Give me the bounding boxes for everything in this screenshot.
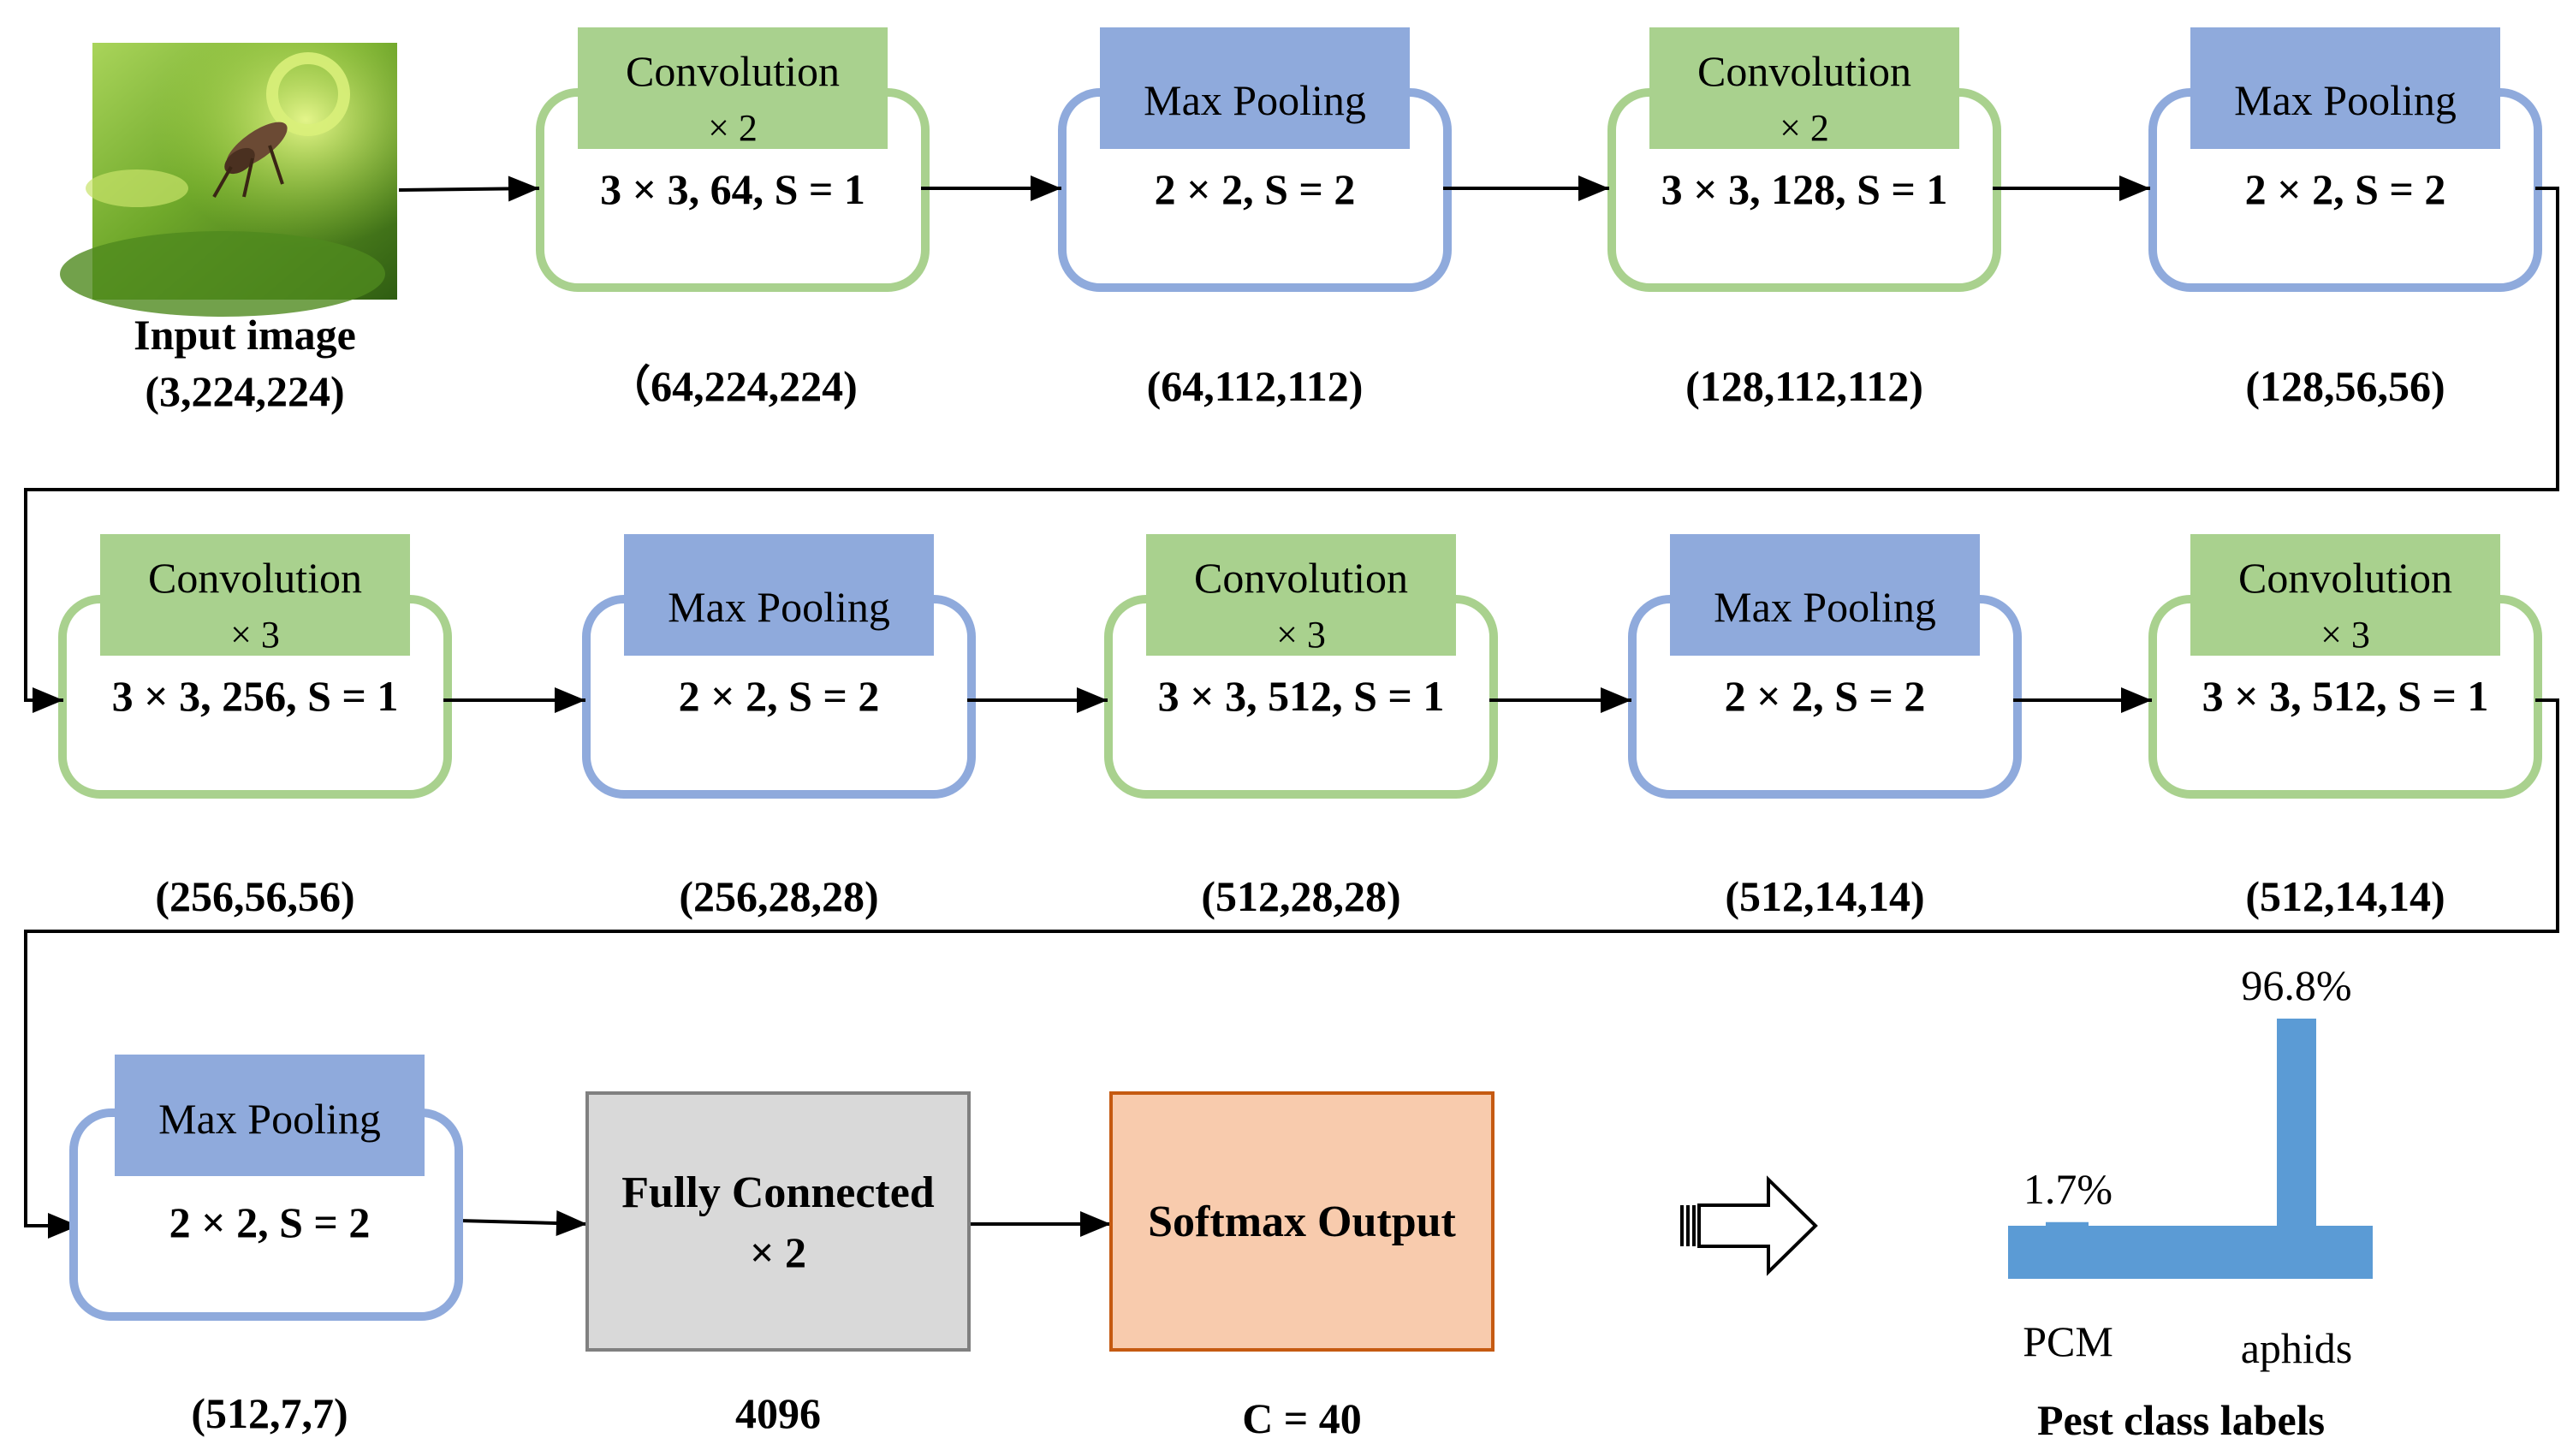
input-image	[60, 43, 397, 317]
block-header	[1146, 534, 1456, 656]
arrow-input-to-conv1	[398, 175, 540, 202]
block-convolution-2-1: Convolution × 3 3 × 3, 256, S = 1	[58, 534, 452, 799]
block-title: Max Pooling	[668, 583, 890, 631]
input-image-label: Input image	[134, 311, 356, 359]
block-title: Max Pooling	[1714, 583, 1936, 631]
block-fully-connected: Fully Connected × 2	[585, 1091, 971, 1352]
softmax-box	[1111, 1093, 1493, 1350]
block-header	[578, 27, 888, 149]
shape-label: (512,14,14)	[1725, 872, 1924, 920]
shape-label: (128,56,56)	[2245, 362, 2445, 410]
block-header	[2190, 534, 2500, 656]
fc-repeat: × 2	[750, 1228, 806, 1276]
chart-title: Pest class labels	[2037, 1396, 2325, 1444]
block-max-pooling-1-4: Max Pooling 2 × 2, S = 2	[2148, 27, 2542, 292]
block-repeat: × 2	[1780, 107, 1829, 149]
block-title: Max Pooling	[1144, 76, 1366, 124]
shape-label-fc: 4096	[735, 1389, 821, 1437]
block-title: Max Pooling	[158, 1095, 381, 1143]
arrow-row2-to-row3	[24, 698, 2559, 1239]
block-params: 3 × 3, 512, S = 1	[2202, 672, 2489, 720]
shape-label: (512,28,28)	[1201, 872, 1400, 920]
shape-label: (64,112,112)	[1147, 362, 1364, 410]
chart-value-label: 1.7%	[2023, 1165, 2112, 1213]
input-shape-label: (3,224,224)	[145, 367, 344, 415]
block-title: Convolution	[148, 554, 362, 602]
block-params: 3 × 3, 256, S = 1	[112, 672, 399, 720]
block-convolution-1-3: Convolution × 2 3 × 3, 128, S = 1	[1607, 27, 2001, 292]
shape-label: （64,224,224)	[608, 362, 858, 410]
block-convolution-2-3: Convolution × 3 3 × 3, 512, S = 1	[1104, 534, 1498, 799]
block-softmax-output: Softmax Output	[1109, 1091, 1494, 1352]
block-repeat: × 3	[230, 614, 280, 656]
block-title: Convolution	[2238, 554, 2452, 602]
insect-icon	[212, 122, 288, 198]
block-params: 2 × 2, S = 2	[679, 672, 880, 720]
block-max-pooling-final: Max Pooling 2 × 2, S = 2	[69, 1055, 463, 1321]
chart-bar-pcm	[2046, 1221, 2089, 1227]
chart-class-label: PCM	[2023, 1317, 2113, 1365]
block-params: 2 × 2, S = 2	[1725, 672, 1926, 720]
block-params: 3 × 3, 128, S = 1	[1661, 165, 1948, 213]
connectors	[24, 175, 2559, 1239]
shape-label-softmax: C = 40	[1242, 1394, 1362, 1442]
block-convolution-2-5: Convolution × 3 3 × 3, 512, S = 1	[2148, 534, 2542, 799]
block-title: Convolution	[1697, 47, 1911, 95]
block-params: 2 × 2, S = 2	[169, 1198, 371, 1246]
block-params: 3 × 3, 512, S = 1	[1158, 672, 1445, 720]
block-header	[1670, 534, 1980, 656]
softmax-label: Softmax Output	[1148, 1197, 1456, 1246]
block-title: Max Pooling	[2234, 76, 2457, 124]
block-max-pooling-2-4: Max Pooling 2 × 2, S = 2	[1628, 534, 2022, 799]
block-params: 2 × 2, S = 2	[1155, 165, 1356, 213]
block-title: Convolution	[626, 47, 840, 95]
hollow-right-arrow-icon	[1680, 1175, 1818, 1276]
arrow-row1-to-row2	[24, 187, 2559, 713]
block-params: 3 × 3, 64, S = 1	[600, 165, 865, 213]
shape-label: (256,28,28)	[679, 872, 878, 920]
block-params: 2 × 2, S = 2	[2245, 165, 2446, 213]
chart-baseline-bar	[2008, 1226, 2373, 1279]
shape-label: (128,112,112)	[1685, 362, 1923, 410]
block-max-pooling-1-2: Max Pooling 2 × 2, S = 2	[1058, 27, 1452, 292]
arrow-pool5-to-fc	[458, 1210, 588, 1237]
block-header	[624, 534, 934, 656]
chart-bar-aphids	[2277, 1019, 2316, 1227]
block-header	[1100, 27, 1410, 149]
chart-value-label: 96.8%	[2241, 961, 2351, 1009]
block-header	[1649, 27, 1959, 149]
block-repeat: × 3	[2320, 614, 2370, 656]
block-header	[100, 534, 410, 656]
block-title: Convolution	[1194, 554, 1408, 602]
shape-label: (512,14,14)	[2245, 872, 2445, 920]
shape-label: (256,56,56)	[155, 872, 354, 920]
block-max-pooling-2-2: Max Pooling 2 × 2, S = 2	[582, 534, 976, 799]
block-header	[2190, 27, 2500, 149]
layer-rows: Convolution × 2 3 × 3, 64, S = 1 （64,224,22…	[58, 27, 2542, 920]
block-convolution-1-1: Convolution × 2 3 × 3, 64, S = 1	[536, 27, 930, 292]
block-repeat: × 2	[708, 107, 758, 149]
shape-label-final-pool: (512,7,7)	[191, 1389, 348, 1437]
block-header	[115, 1055, 425, 1176]
block-repeat: × 3	[1276, 614, 1326, 656]
fc-box	[587, 1093, 969, 1350]
fc-label: Fully Connected	[621, 1168, 935, 1217]
chart-class-label: aphids	[2241, 1324, 2353, 1372]
